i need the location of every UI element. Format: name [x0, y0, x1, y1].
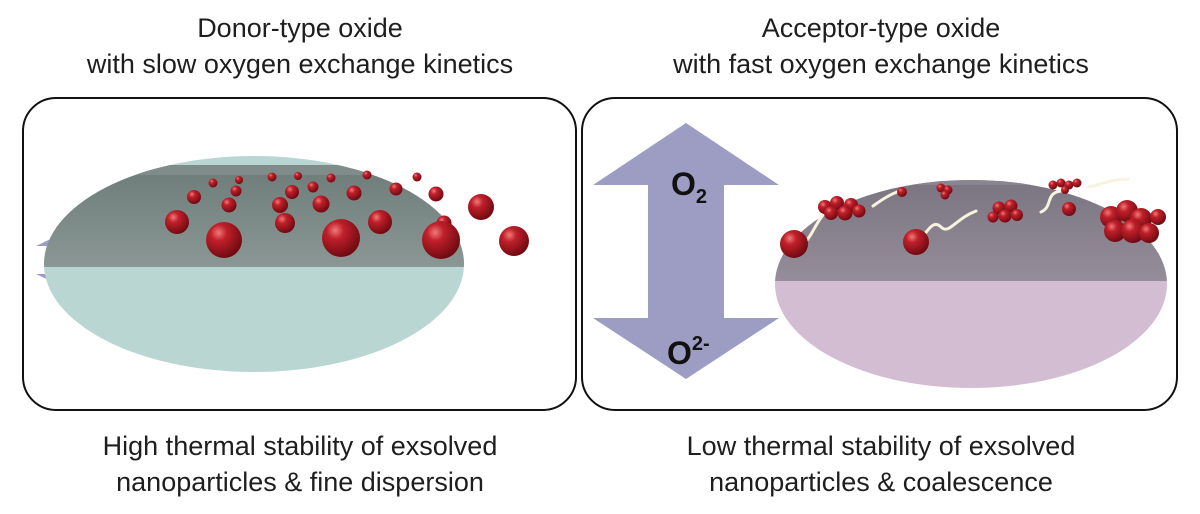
right-caption: Low thermal stability of exsolved nanopa…	[601, 428, 1161, 500]
donor-oxide-panel: O2 O2-	[22, 97, 577, 411]
left-title-line1: Donor-type oxide	[197, 13, 403, 43]
left-title: Donor-type oxide with slow oxygen exchan…	[20, 10, 580, 82]
right-caption-line2: nanoparticles & coalescence	[709, 467, 1053, 497]
right-title-line1: Acceptor-type oxide	[761, 13, 1001, 43]
o2-minus-label-large: O2-	[667, 333, 710, 371]
right-caption-line1: Low thermal stability of exsolved	[686, 431, 1076, 461]
right-title: Acceptor-type oxide with fast oxygen exc…	[601, 10, 1161, 82]
nanoparticles-coalescing	[780, 178, 1166, 258]
donor-oxide-illustration: O2 O2-	[36, 156, 529, 372]
donor-oxide-body	[44, 156, 464, 372]
oxygen-exchange-arrow-large	[593, 123, 779, 379]
left-caption-line2: nanoparticles & fine dispersion	[116, 467, 484, 497]
left-caption: High thermal stability of exsolved nanop…	[20, 428, 580, 500]
right-title-line2: with fast oxygen exchange kinetics	[673, 49, 1089, 79]
nanoparticles-fine-dispersion	[165, 170, 529, 259]
o2-label-large: O2	[671, 166, 707, 208]
acceptor-oxide-panel: O2 O2-	[581, 97, 1178, 411]
left-title-line2: with slow oxygen exchange kinetics	[86, 49, 514, 79]
acceptor-oxide-illustration: O2 O2-	[593, 123, 1167, 388]
left-caption-line1: High thermal stability of exsolved	[102, 431, 498, 461]
